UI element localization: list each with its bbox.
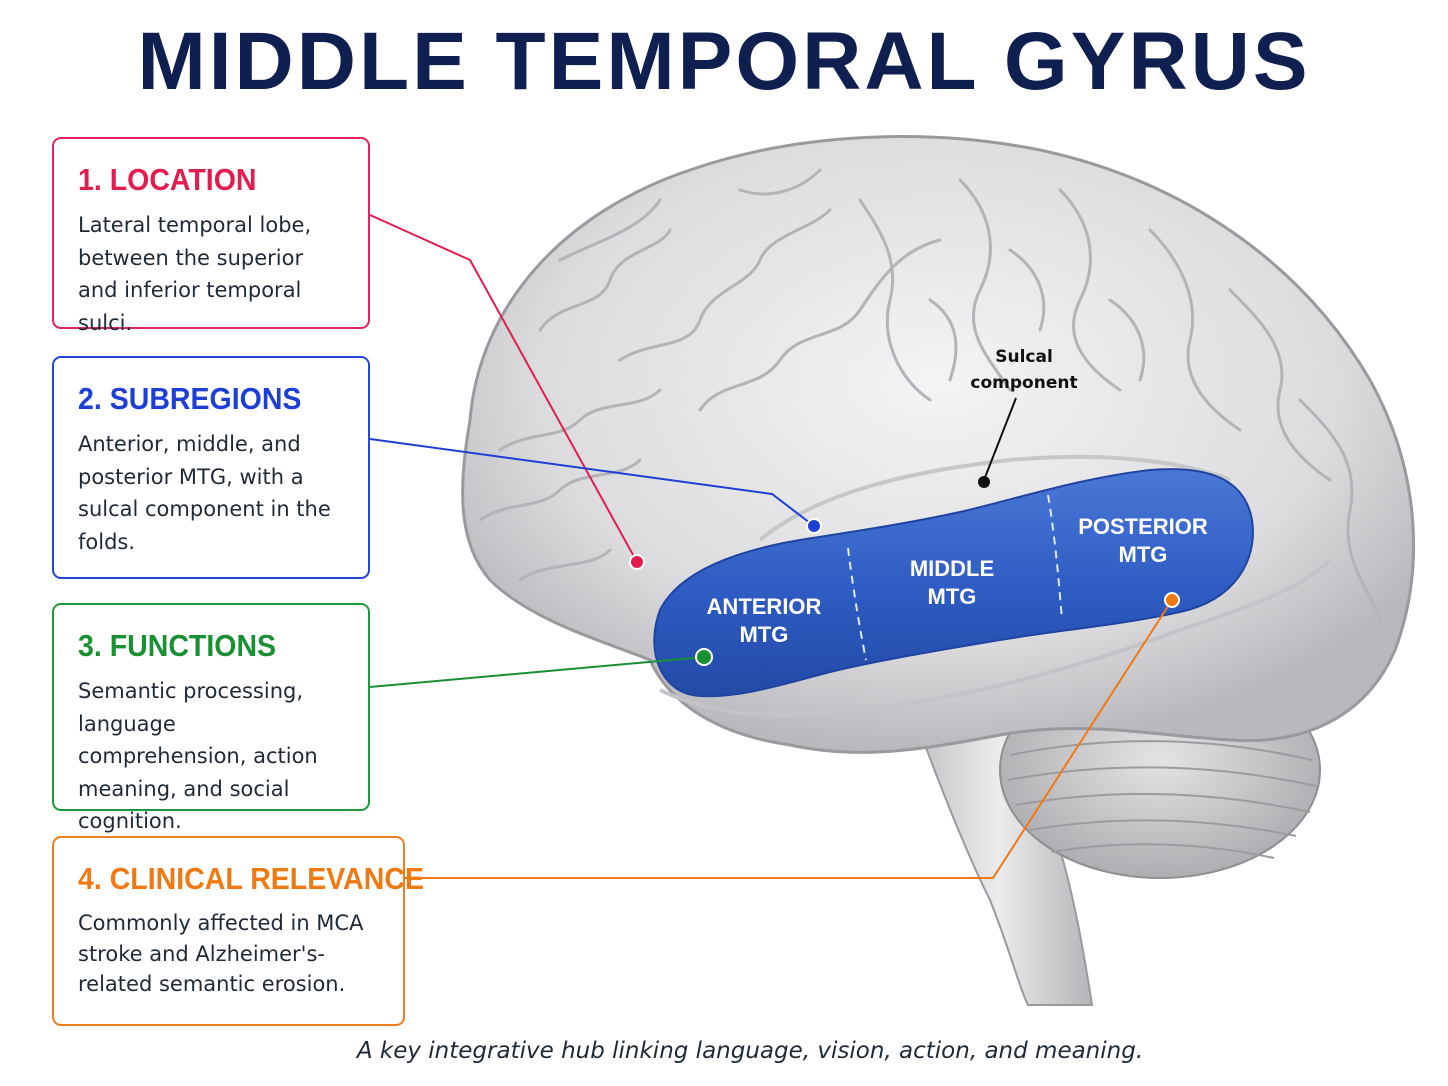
- functions-card: 3. FUNCTIONS Semantic processing, langua…: [52, 603, 370, 833]
- region-label-posterior-sub: MTG: [1119, 542, 1168, 567]
- subregions-body: Anterior, middle, and posterior MTG, wit…: [78, 432, 331, 554]
- sulcal-label-sub: component: [970, 373, 1077, 393]
- region-label-middle: MIDDLE: [910, 556, 994, 581]
- dot-functions: [695, 648, 713, 666]
- clinical-relevance-card: 4. CLINICAL RELEVANCE Commonly affected …: [52, 836, 424, 1026]
- leader-subregions: [369, 438, 815, 527]
- dot-subregions: [806, 518, 822, 534]
- mtg-divider-2: [1047, 494, 1063, 621]
- subregions-heading: 2. SUBREGIONS: [78, 381, 302, 416]
- region-label-anterior: ANTERIOR: [707, 594, 822, 619]
- sulcal-label: Sulcal: [995, 347, 1053, 367]
- functions-heading: 3. FUNCTIONS: [78, 628, 277, 663]
- location-heading: 1. LOCATION: [78, 162, 257, 197]
- mtg-region: [653, 468, 1254, 698]
- sulcal-dot: [978, 476, 990, 488]
- region-label-anterior-sub: MTG: [740, 622, 789, 647]
- clinical-relevance-heading: 4. CLINICAL RELEVANCE: [78, 861, 424, 896]
- caption: A key integrative hub linking language, …: [356, 1038, 1144, 1064]
- leader-clinical: [405, 599, 1173, 879]
- location-body: Lateral temporal lobe, between the super…: [78, 213, 312, 335]
- sulcal-leader: [983, 397, 1017, 481]
- mtg-divider-1: [847, 547, 867, 661]
- dot-clinical: [1164, 592, 1180, 608]
- functions-body: Semantic processing, language comprehens…: [78, 679, 318, 833]
- cerebrum: [461, 135, 1416, 754]
- inferior-temporal-gyrus: [659, 558, 1332, 717]
- superior-temporal-gyrus: [758, 454, 1231, 542]
- clinical-relevance-body: Commonly affected in MCA stroke and Alzh…: [78, 911, 364, 996]
- subregions-card: 2. SUBREGIONS Anterior, middle, and post…: [52, 356, 370, 579]
- location-card: 1. LOCATION Lateral temporal lobe, betwe…: [52, 137, 370, 335]
- region-label-posterior: POSTERIOR: [1078, 514, 1208, 539]
- leader-functions: [369, 656, 705, 688]
- page-title: MIDDLE TEMPORAL GYRUS: [137, 16, 1311, 107]
- dot-location: [629, 554, 645, 570]
- region-label-middle-sub: MTG: [928, 584, 977, 609]
- leader-location: [369, 214, 638, 563]
- gyri-folds: [478, 168, 1382, 622]
